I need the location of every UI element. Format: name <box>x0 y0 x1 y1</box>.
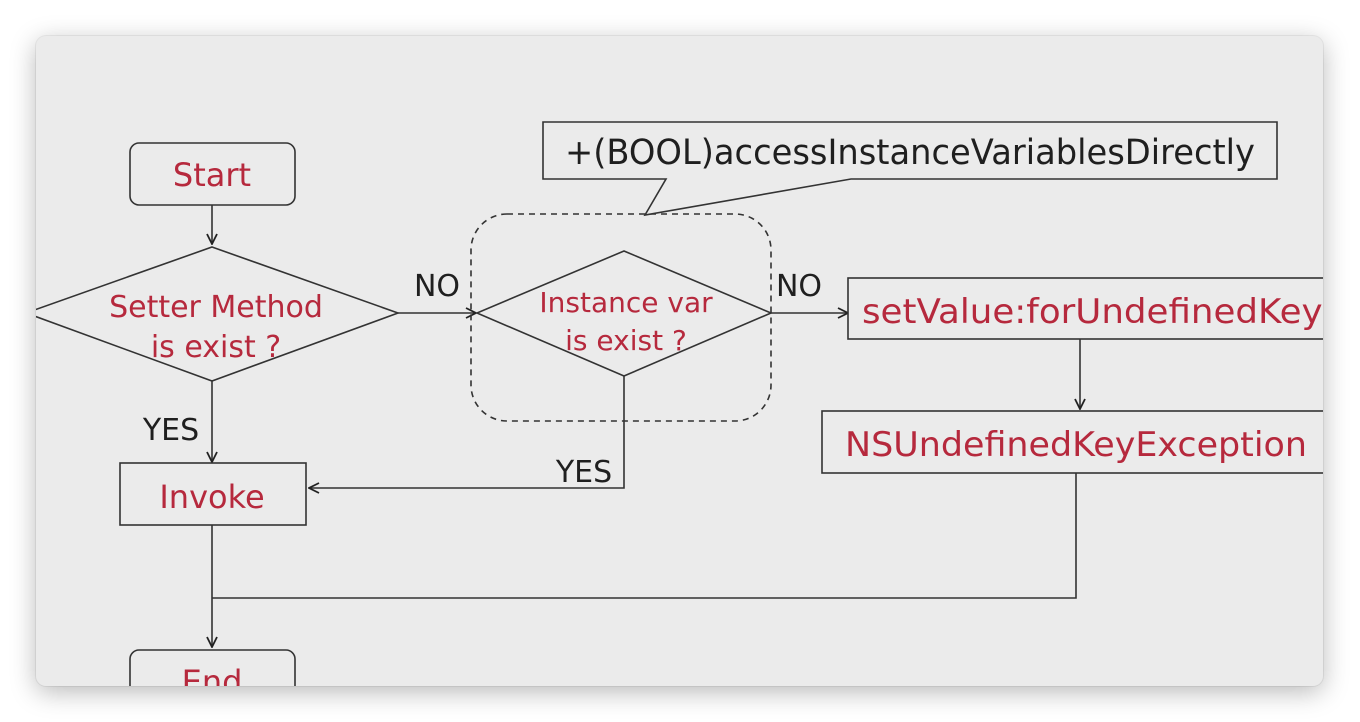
setter-label-line1: Setter Method <box>109 290 323 325</box>
ivar-decision <box>474 250 774 377</box>
setter-no-label: NO <box>414 269 460 304</box>
edge-ivar-to-invoke <box>309 366 625 488</box>
undefined-key-node <box>847 277 1323 340</box>
ivar-no-label: NO <box>776 269 822 304</box>
exception-label: NSUndefinedKeyException <box>845 425 1307 465</box>
end-label: End <box>182 663 243 686</box>
setter-decision <box>36 246 401 382</box>
flowchart: +(BOOL)accessInstanceVariablesDirectly S… <box>36 121 1323 686</box>
callout-label: +(BOOL)accessInstanceVariablesDirectly <box>565 133 1255 173</box>
undefined-key-label: setValue:forUndefinedKey: <box>862 292 1323 332</box>
ivar-label-line1: Instance var <box>539 286 713 319</box>
setter-yes-label: YES <box>142 413 199 448</box>
invoke-label: Invoke <box>159 478 264 516</box>
start-label: Start <box>173 156 251 194</box>
end-node <box>129 649 296 686</box>
ivar-label-line2: is exist ? <box>565 324 687 357</box>
exception-node <box>821 410 1323 474</box>
diagram-canvas: +(BOOL)accessInstanceVariablesDirectly S… <box>36 36 1323 686</box>
start-node <box>129 142 296 206</box>
invoke-node <box>119 462 307 526</box>
ivar-group-boundary <box>470 213 772 422</box>
edge-exception-to-merge <box>212 473 1077 599</box>
setter-label-line2: is exist ? <box>151 330 281 365</box>
callout-box <box>542 121 1278 217</box>
ivar-yes-label: YES <box>555 455 612 490</box>
